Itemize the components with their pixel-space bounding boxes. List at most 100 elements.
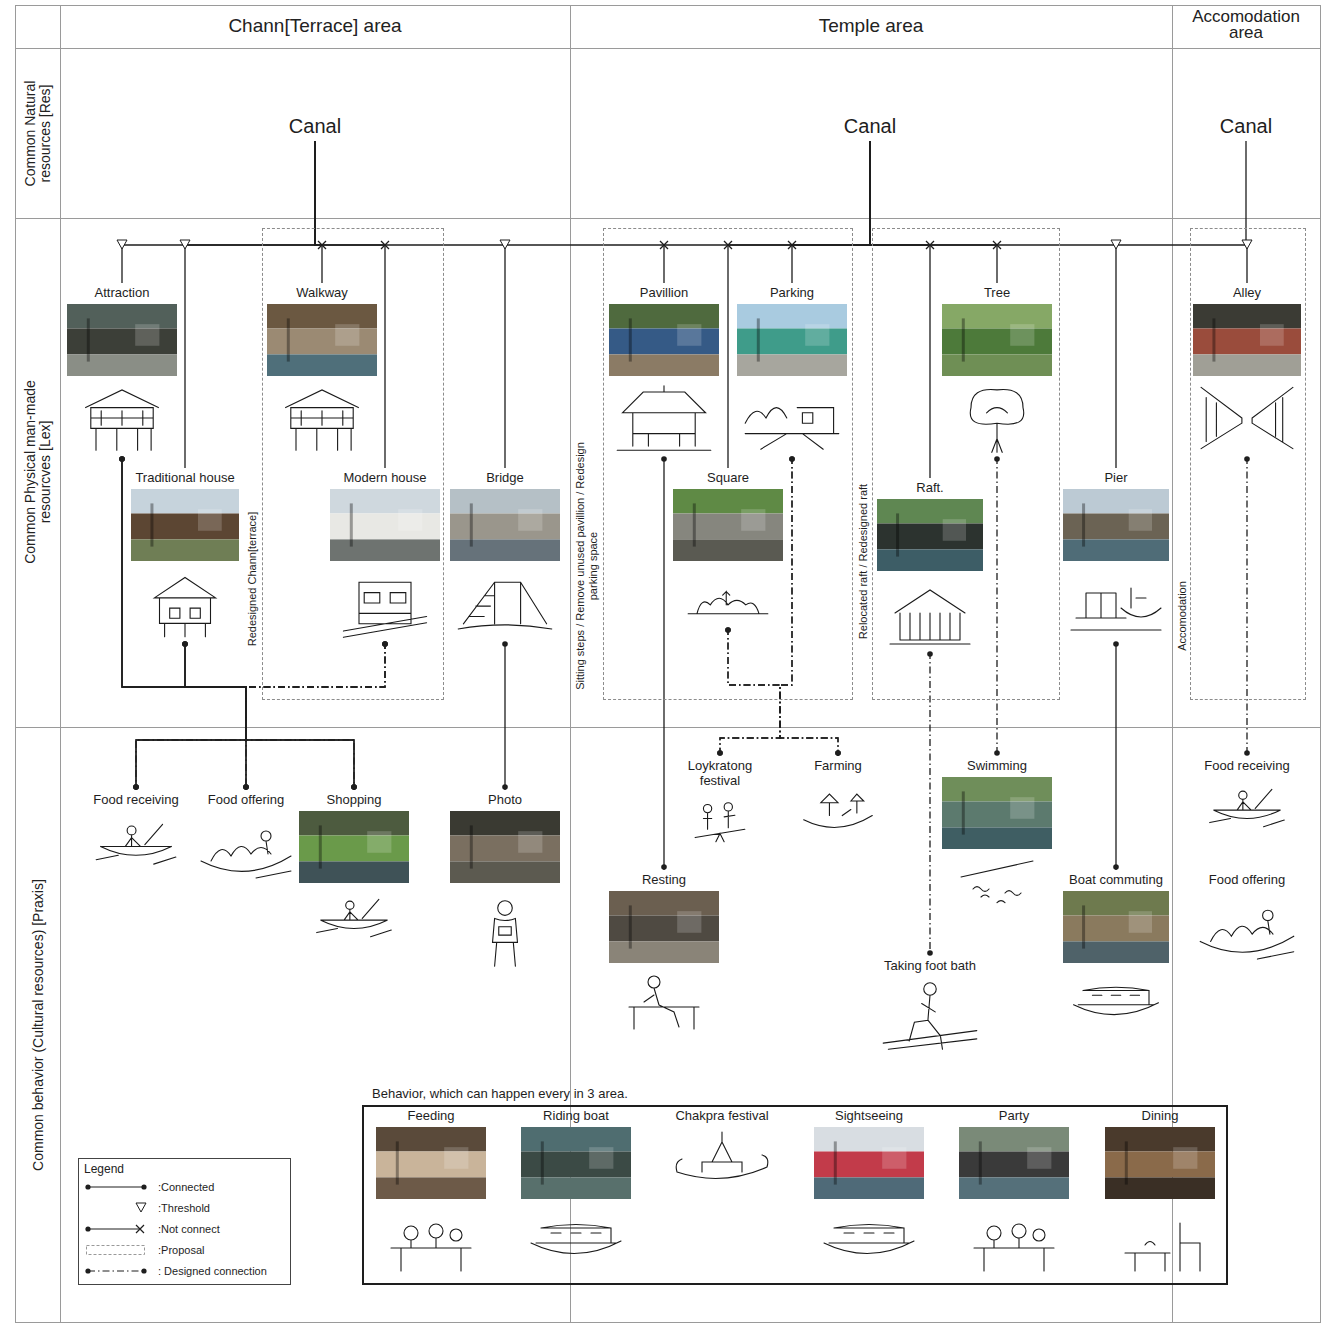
sketch-drawing xyxy=(676,1132,768,1178)
connection-dot xyxy=(243,784,249,790)
photo-tone xyxy=(287,318,290,361)
sketch-drawing xyxy=(1210,789,1285,826)
connector xyxy=(246,642,385,790)
connection-dot xyxy=(502,784,508,790)
item-label: Modern house xyxy=(329,470,441,485)
natural-resource: Canal xyxy=(1196,114,1296,138)
item-illustration xyxy=(958,1127,1070,1273)
legend-entry: :Connected xyxy=(158,1180,214,1194)
photo-tone xyxy=(396,1141,399,1184)
legend-dot xyxy=(141,1184,146,1189)
connector xyxy=(870,141,930,478)
connector-marks xyxy=(119,456,357,790)
photo-tone xyxy=(877,523,983,549)
photo-tone xyxy=(135,324,159,346)
legend-dot xyxy=(85,1268,90,1273)
man-made-resource: Traditional house xyxy=(130,470,240,641)
legend-sample xyxy=(85,1268,146,1273)
connection-dot xyxy=(1244,750,1250,756)
sketch-drawing xyxy=(970,390,1023,453)
legend-text: :Not connect xyxy=(158,1222,220,1236)
legend-entry: :Proposal xyxy=(158,1243,204,1257)
bus-segment xyxy=(1116,244,1247,245)
connection-dot xyxy=(182,641,188,647)
photo-tone xyxy=(959,1127,1069,1151)
photo-tone xyxy=(609,941,719,963)
item-illustration xyxy=(1062,891,1170,1033)
proposal-label: Relocated raft / Redesigned raft xyxy=(857,454,870,669)
legend-title: Legend xyxy=(84,1162,164,1176)
sketch-drawing xyxy=(629,976,699,1029)
connection-dot xyxy=(835,750,841,756)
photo-placeholder xyxy=(1063,489,1169,561)
connection-dot xyxy=(351,784,357,790)
man-made-resource: Raft. xyxy=(876,480,984,651)
item-label: Food offering xyxy=(192,792,300,807)
photo-tone xyxy=(67,304,177,328)
table-grid xyxy=(15,5,1321,1323)
item-label: Dining xyxy=(1104,1108,1216,1123)
photo-tone xyxy=(1010,797,1034,819)
connection-dot xyxy=(661,864,667,870)
man-made-resource: Pier xyxy=(1062,470,1170,641)
item-illustration xyxy=(449,811,561,977)
behavior-item: Dining xyxy=(1104,1108,1216,1273)
connector-marks xyxy=(789,456,841,756)
sketch-drawing xyxy=(883,983,977,1050)
photo-tone xyxy=(814,1177,924,1199)
photo-placeholder xyxy=(814,1127,924,1199)
item-label: Pavillion xyxy=(608,285,720,300)
photo-tone xyxy=(518,509,542,531)
legend-line xyxy=(88,1228,140,1229)
connector-marks xyxy=(502,641,508,790)
not-connected-mark xyxy=(788,241,796,249)
grid-line xyxy=(15,218,1321,219)
behavior-item: Sightseeing xyxy=(813,1108,925,1273)
photo-tone xyxy=(376,1151,486,1177)
photo-tone xyxy=(450,861,560,883)
photo-tone xyxy=(450,539,560,561)
photo-placeholder xyxy=(267,304,377,376)
connector xyxy=(185,642,246,790)
item-illustration xyxy=(1191,891,1303,971)
man-made-resource: Bridge xyxy=(449,470,561,641)
photo-tone xyxy=(376,1177,486,1199)
connector xyxy=(185,642,354,790)
item-illustration xyxy=(608,891,720,1037)
item-illustration xyxy=(673,792,767,850)
legend-dot xyxy=(85,1226,90,1231)
label-holder: Common Natural resources [Res] xyxy=(23,196,148,226)
photo-tone xyxy=(942,304,1052,328)
row-header: Common behavior (Cultural resources) [Pr… xyxy=(31,815,46,1235)
man-made-resource: Square xyxy=(672,470,784,627)
proposal-box: Redesigned Chann[terrace]WalkwayModern h… xyxy=(262,228,444,700)
connector-marks xyxy=(725,627,841,756)
photo-tone xyxy=(1082,905,1085,948)
column-header: Accomodation area xyxy=(1181,9,1311,41)
photo-tone xyxy=(629,318,632,361)
connector-marks xyxy=(661,456,667,870)
photo-tone xyxy=(131,539,239,561)
item-label: Party xyxy=(958,1108,1070,1123)
legend-cross xyxy=(136,1225,144,1233)
item-illustration xyxy=(192,811,300,891)
photo-tone xyxy=(589,1147,613,1169)
connector-marks xyxy=(993,241,1001,249)
connection-dot xyxy=(1244,456,1250,462)
legend-dot xyxy=(141,1268,146,1273)
grid-line xyxy=(570,5,571,1323)
photo-tone xyxy=(1027,1147,1051,1169)
connection-dot xyxy=(717,750,723,756)
item-label: Traditional house xyxy=(130,470,240,485)
photo-tone xyxy=(1193,328,1301,354)
behavior-item: Party xyxy=(958,1108,1070,1273)
connector-marks xyxy=(243,641,388,790)
photo-tone xyxy=(942,328,1052,354)
legend-text: :Threshold xyxy=(158,1201,210,1215)
item-illustration xyxy=(941,304,1053,456)
behavior-item: Photo xyxy=(449,792,561,977)
not-connected-mark xyxy=(724,241,732,249)
connection-dot xyxy=(994,456,1000,462)
